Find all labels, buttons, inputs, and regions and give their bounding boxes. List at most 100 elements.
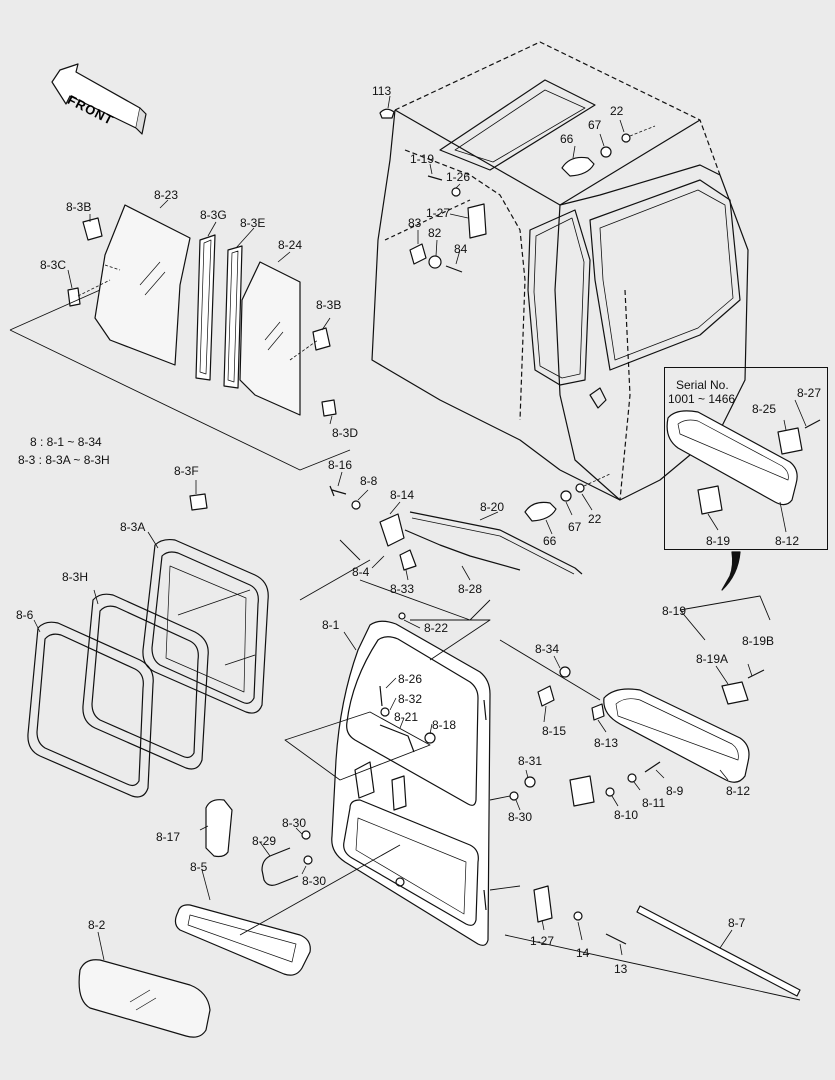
cab-body [371, 41, 749, 501]
part-8-18 [424, 732, 436, 744]
frame-8-6 [27, 621, 154, 798]
inset-serial-title: Serial No. [676, 378, 729, 392]
label-8-3B-right: 8-3B [316, 298, 342, 312]
label-8-26: 8-26 [398, 672, 423, 686]
label-8-3G: 8-3G [200, 208, 227, 222]
cushion-66-upper [561, 156, 595, 177]
label-8-4: 8-4 [352, 565, 370, 579]
label-8-30-right: 8-30 [508, 810, 533, 824]
glass-8-23 [94, 204, 191, 366]
part-8-22 [398, 612, 406, 620]
label-8-34: 8-34 [535, 642, 560, 656]
label-22-upper: 22 [610, 104, 624, 118]
washer-14 [573, 911, 583, 921]
label-8-31: 8-31 [518, 754, 543, 768]
bolt-1-19 [427, 175, 443, 181]
washer-67-upper [600, 146, 612, 158]
part-8-19A [721, 681, 749, 705]
label-8-29: 8-29 [252, 834, 277, 848]
handle-8-12 [603, 688, 750, 783]
part-8-33 [399, 549, 417, 571]
label-8-16: 8-16 [328, 458, 353, 472]
inset-parts [666, 410, 821, 515]
label-8-28: 8-28 [458, 582, 483, 596]
rod-8-21 [379, 724, 415, 753]
label-8-17: 8-17 [156, 830, 181, 844]
latch-8-14 [379, 513, 405, 547]
label-13: 13 [614, 962, 628, 976]
part-8-11 [627, 773, 637, 783]
glass-8-2 [78, 959, 211, 1038]
washer-1-26 [451, 187, 461, 197]
label-84: 84 [454, 242, 468, 256]
label-8-14: 8-14 [390, 488, 415, 502]
note-line-1: 8 : 8-1 ~ 8-34 [30, 435, 102, 449]
bolt-84 [445, 265, 463, 273]
label-8-23: 8-23 [154, 188, 179, 202]
nut-8-34 [559, 666, 571, 678]
seal-8-3E [223, 245, 243, 389]
bolt-8-19B [747, 669, 765, 679]
label-8-12: 8-12 [726, 784, 751, 798]
label-8-21: 8-21 [394, 710, 419, 724]
nut-22-lower [575, 483, 585, 493]
label-8-7: 8-7 [728, 916, 746, 930]
part-82 [428, 255, 442, 269]
latch-base [569, 775, 595, 807]
hinge-1-27-upper [467, 203, 487, 239]
label-66-upper: 66 [560, 132, 574, 146]
label-8-2: 8-2 [88, 918, 106, 932]
label-67-lower: 67 [568, 520, 582, 534]
hinge-1-27-lower [533, 885, 553, 923]
bolt-8-16 [329, 485, 347, 497]
inset-label-8-25: 8-25 [752, 402, 777, 416]
label-67-upper: 67 [588, 118, 602, 132]
label-8-3D: 8-3D [332, 426, 359, 440]
inset-label-8-27: 8-27 [797, 386, 822, 400]
label-8-32: 8-32 [398, 692, 423, 706]
inset-pointer [721, 551, 741, 591]
label-1-27-upper: 1-27 [426, 206, 451, 220]
bolt-8-26 [379, 685, 383, 707]
cushion-66-lower [524, 501, 557, 522]
label-8-3B-top: 8-3B [66, 200, 92, 214]
bracket-83 [409, 243, 427, 265]
cap-113 [379, 108, 395, 119]
door-8-1 [331, 620, 491, 946]
label-8-5: 8-5 [190, 860, 208, 874]
washer-8-30-right [509, 791, 519, 801]
label-8-6: 8-6 [16, 608, 34, 622]
label-1-26: 1-26 [446, 170, 471, 184]
label-8-3C: 8-3C [40, 258, 67, 272]
washer-67-lower [560, 490, 572, 502]
leader-lines [33, 95, 807, 961]
label-82: 82 [428, 226, 442, 240]
label-14: 14 [576, 946, 590, 960]
part-8-3B-top [82, 217, 103, 241]
label-22-lower: 22 [588, 512, 602, 526]
label-8-11: 8-11 [642, 796, 666, 810]
cover-8-17 [205, 799, 233, 858]
washer-8-30-b [303, 855, 313, 865]
label-8-3H: 8-3H [62, 570, 89, 584]
bolt-13 [605, 933, 627, 945]
rod-8-20 [409, 511, 583, 575]
washer-8-32 [380, 707, 390, 717]
inset-serial-range: 1001 ~ 1466 [668, 392, 736, 406]
label-8-30-b: 8-30 [302, 874, 327, 888]
inset-serial-box [664, 367, 828, 550]
part-8-15 [537, 685, 555, 707]
label-8-3F: 8-3F [174, 464, 199, 478]
rod-8-28 [404, 529, 521, 571]
nut-8-31 [524, 776, 536, 788]
ubolt-8-29 [261, 847, 299, 886]
seal-8-5 [174, 904, 311, 976]
label-8-13: 8-13 [594, 736, 619, 750]
label-8-20: 8-20 [480, 500, 505, 514]
label-8-30-a: 8-30 [282, 816, 307, 830]
note-line-2: 8-3 : 8-3A ~ 8-3H [18, 453, 110, 467]
label-8-8: 8-8 [360, 474, 378, 488]
glass-8-24 [239, 261, 301, 416]
strip-8-7 [636, 905, 801, 997]
